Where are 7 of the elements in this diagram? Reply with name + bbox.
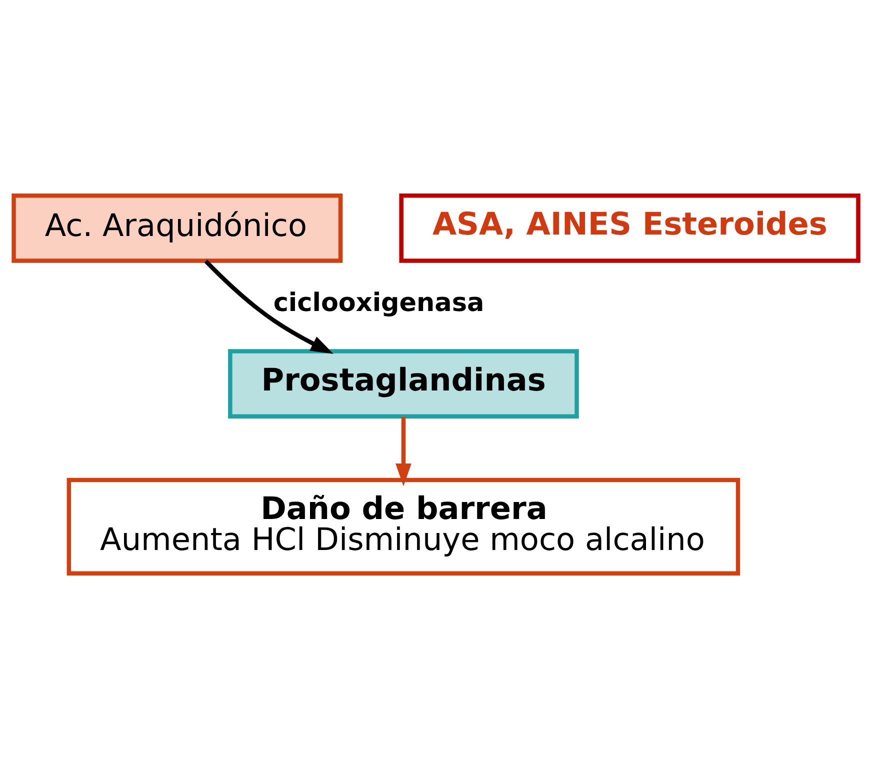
node-box: ASA, AINES Esteroides (399, 194, 860, 263)
node-box: Daño de barrera Aumenta HCl Disminuye moco alcalino (66, 478, 740, 576)
edge-label: ciclooxigenasa (273, 288, 484, 318)
node-box: Prostaglandinas (228, 349, 579, 418)
node-box: Ac. Araquidónico (12, 194, 343, 263)
arrow (204, 260, 334, 354)
arrow (396, 416, 412, 486)
